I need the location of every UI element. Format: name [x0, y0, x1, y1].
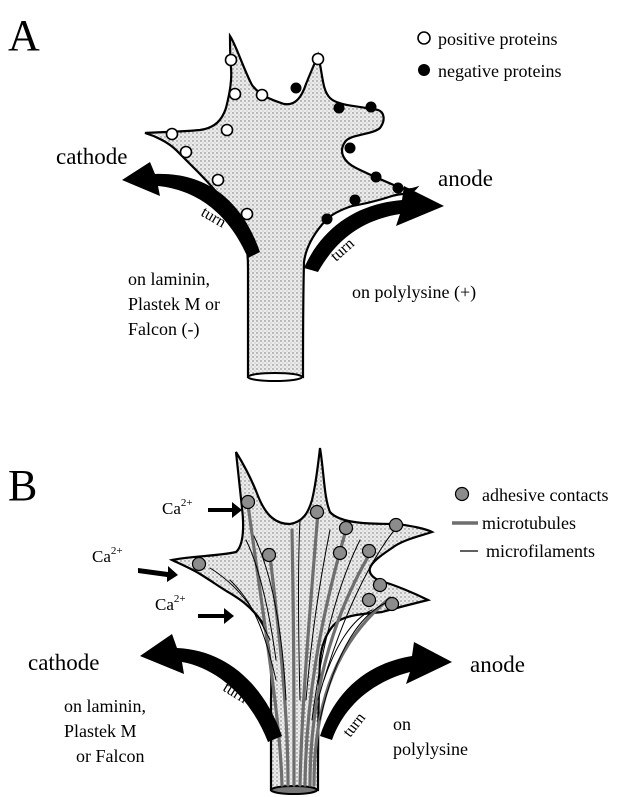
negative-legend-label: negative proteins: [438, 61, 561, 81]
ca-arrow-1: [208, 502, 242, 518]
adhesive-contact: [374, 579, 387, 592]
adhesive-contact: [311, 506, 324, 519]
negative-legend-icon: [418, 64, 430, 76]
adhesive-contact: [340, 522, 353, 535]
positive-protein: [222, 125, 233, 136]
microtubules-legend-label: microtubules: [482, 513, 576, 533]
negative-protein: [322, 214, 333, 225]
substrate-left-b-3: or Falcon: [76, 746, 144, 766]
positive-protein: [167, 129, 178, 140]
negative-protein: [334, 103, 345, 114]
positive-protein: [181, 147, 192, 158]
ca-label-3: Ca2+: [155, 593, 186, 614]
ca-arrow-2: [138, 566, 178, 582]
anode-label-a: anode: [438, 166, 493, 191]
anode-label-b: anode: [470, 652, 525, 677]
adhesive-contact: [363, 594, 376, 607]
negative-protein: [345, 143, 356, 154]
ca-arrow-3: [198, 608, 234, 624]
stem-end-b: [271, 786, 317, 794]
adhesive-contact: [193, 558, 206, 571]
adhesive-legend-label: adhesive contacts: [482, 485, 608, 505]
adhesive-contact: [263, 549, 276, 562]
positive-protein: [226, 55, 237, 66]
negative-protein: [291, 83, 302, 94]
substrate-right-a: on polylysine (+): [352, 282, 476, 303]
adhesive-legend-icon: [456, 488, 469, 501]
substrate-right-b-1: on: [393, 714, 411, 734]
turn-left-arrow-b: [140, 634, 282, 742]
adhesive-contact: [363, 545, 376, 558]
substrate-left-b-2: Plastek M: [64, 721, 137, 741]
substrate-left-b-1: on laminin,: [64, 696, 146, 716]
substrate-left-a-1: on laminin,: [128, 269, 210, 289]
ca-label-1: Ca2+: [162, 497, 193, 518]
panel-a-label: A: [8, 11, 40, 60]
positive-legend-label: positive proteins: [438, 29, 558, 49]
positive-protein: [257, 90, 268, 101]
positive-legend-icon: [418, 32, 430, 44]
negative-protein: [366, 102, 377, 113]
negative-protein: [350, 195, 361, 206]
panel-a: A positive protein: [8, 11, 561, 381]
substrate-left-a-3: Falcon (-): [128, 319, 199, 340]
positive-protein: [230, 89, 241, 100]
microfilaments-legend-label: microfilaments: [486, 541, 595, 561]
adhesive-contact: [390, 519, 403, 532]
adhesive-contact: [386, 598, 399, 611]
negative-protein: [393, 183, 404, 194]
substrate-right-b-2: polylysine: [393, 739, 468, 759]
cathode-label-a: cathode: [56, 144, 128, 169]
stem-end-a: [248, 373, 302, 381]
negative-protein: [371, 172, 382, 183]
positive-protein: [213, 175, 224, 186]
panel-b-label: B: [8, 461, 37, 510]
adhesive-contact: [334, 547, 347, 560]
substrate-left-a-2: Plastek M or: [128, 294, 220, 314]
ca-label-2: Ca2+: [92, 545, 123, 566]
panel-b: B: [8, 448, 608, 794]
cathode-label-b: cathode: [28, 650, 100, 675]
positive-protein: [313, 54, 324, 65]
adhesive-contact: [242, 496, 255, 509]
